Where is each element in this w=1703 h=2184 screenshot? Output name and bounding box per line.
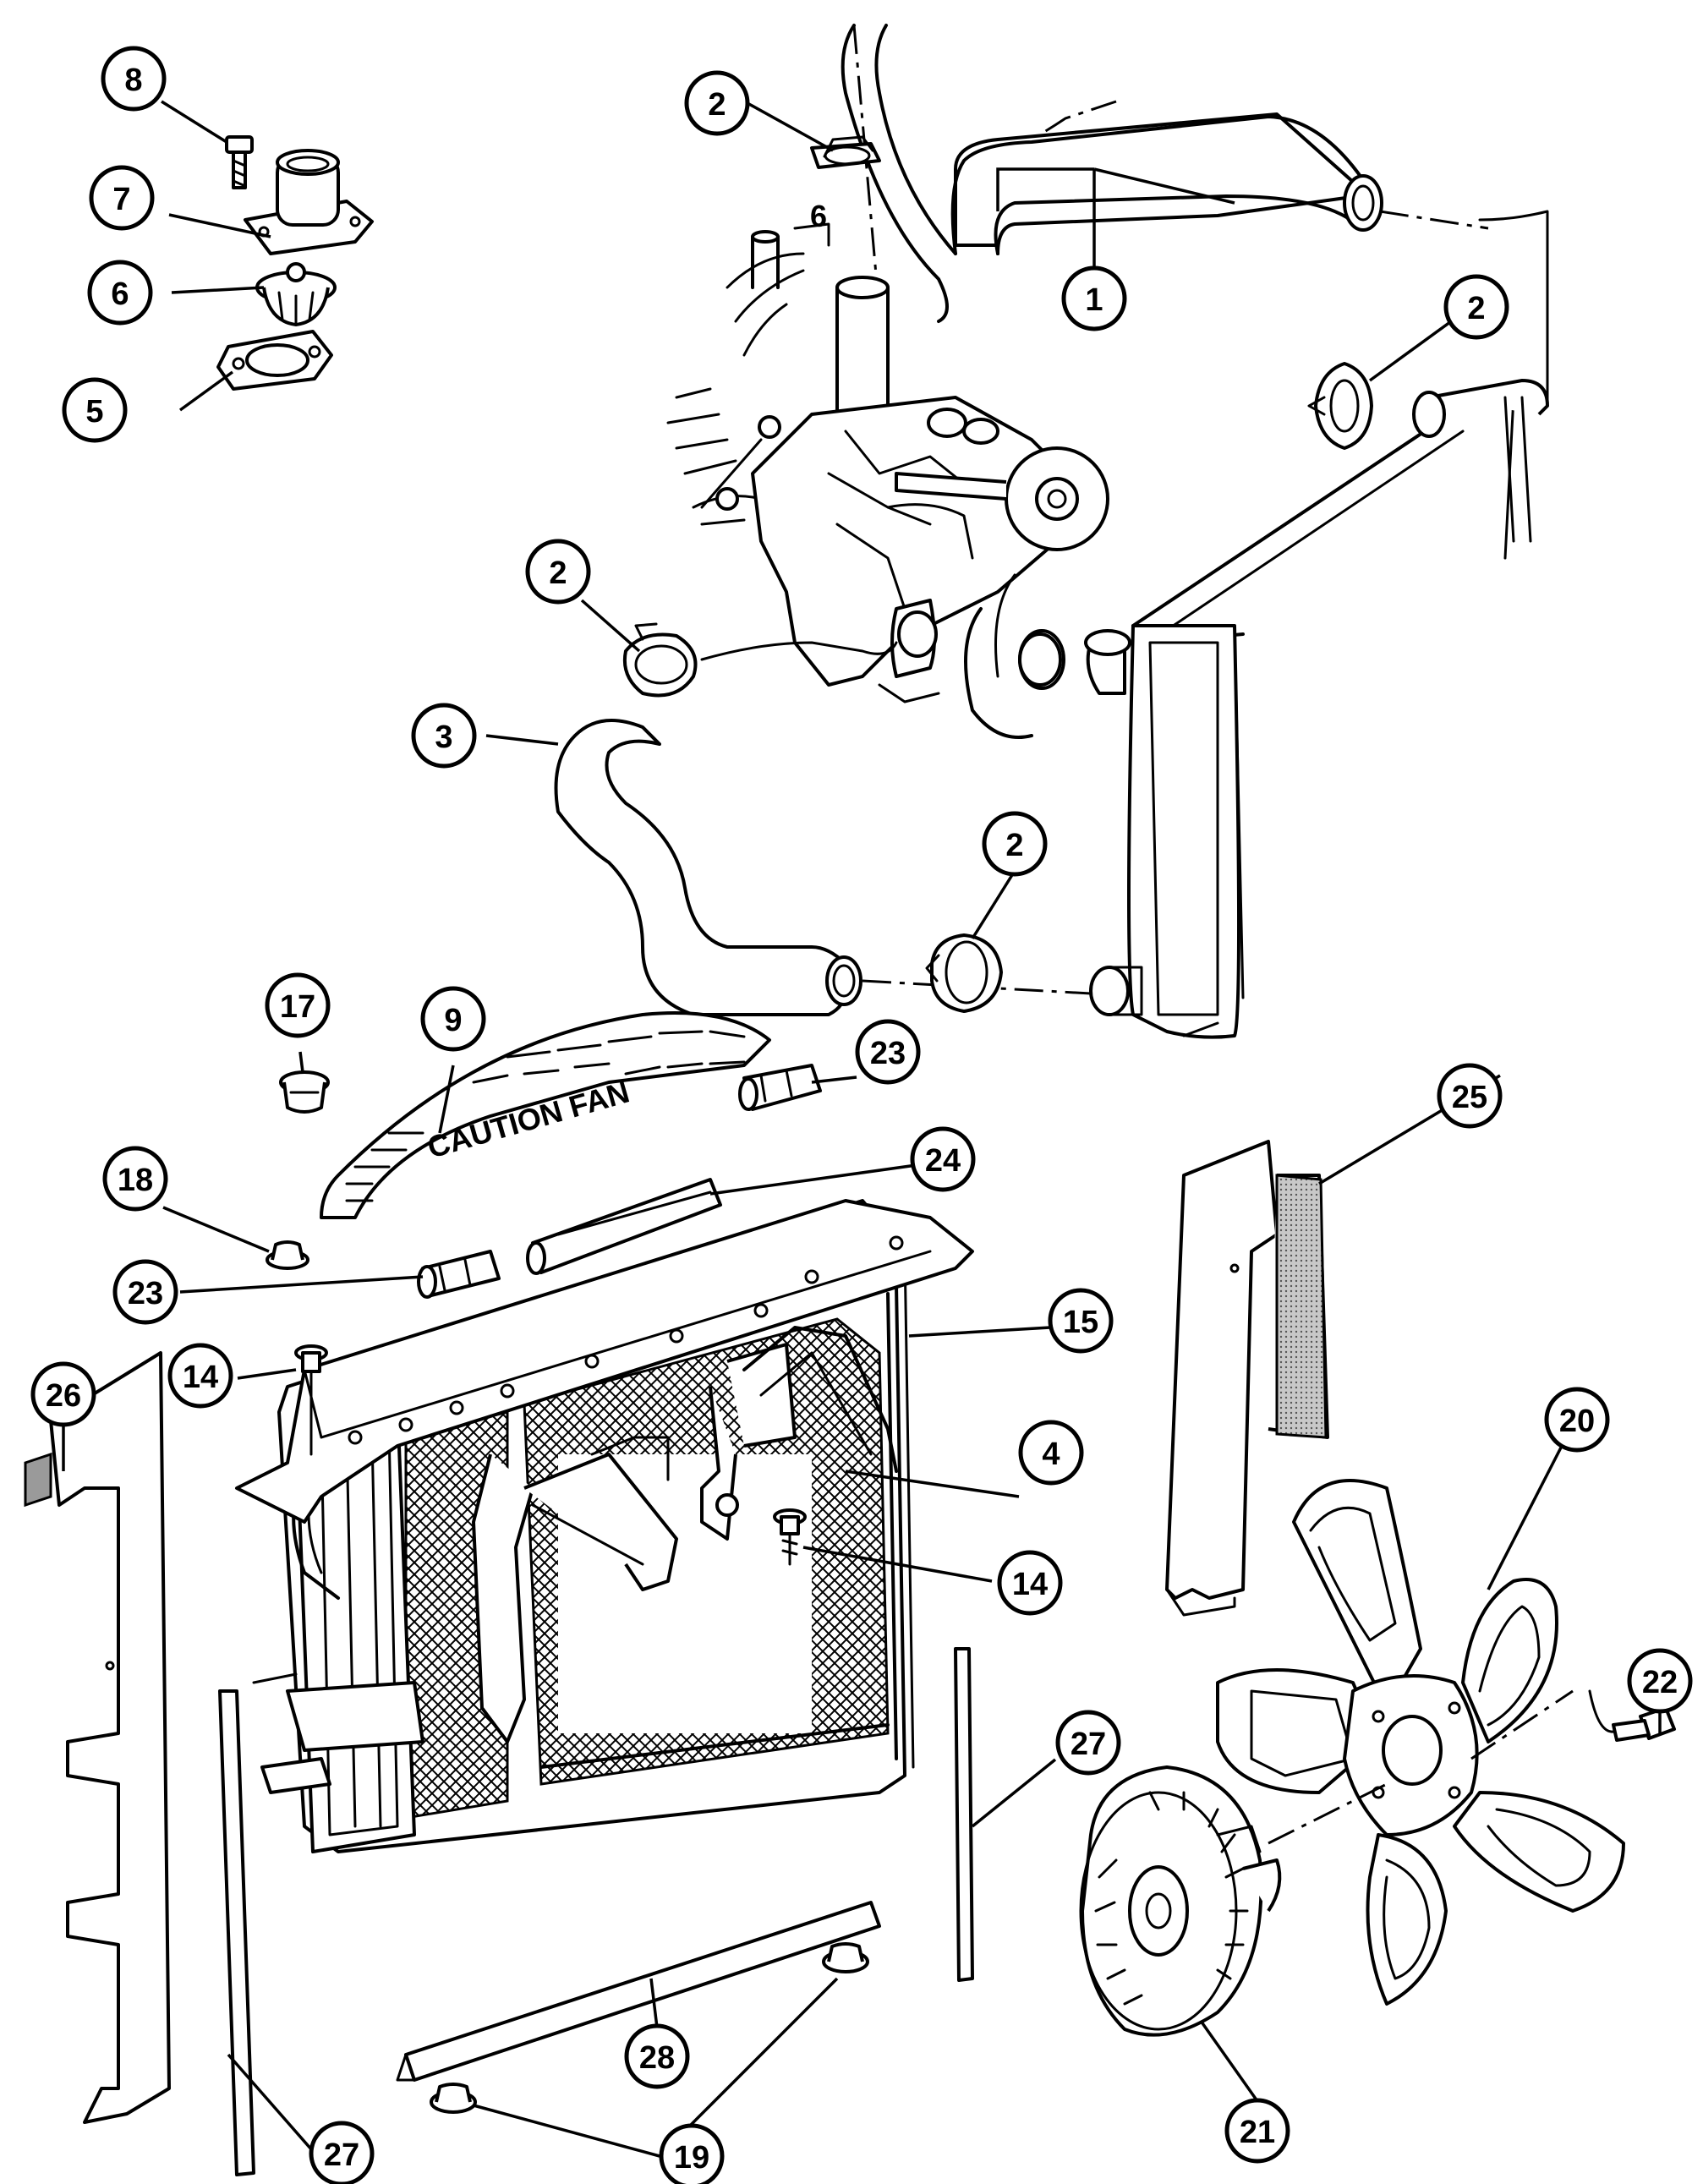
radiator — [1018, 210, 1549, 1039]
hose-clamp-radiator-inlet — [1307, 362, 1373, 450]
callout-14-left: 14 — [167, 1343, 233, 1409]
callout-14-right: 14 — [997, 1550, 1063, 1616]
engine-front: 6 — [666, 199, 1109, 739]
left-vertical-seal — [218, 1689, 255, 2176]
support-brackets — [472, 1326, 898, 1743]
radiator-cap — [279, 1070, 330, 1114]
svg-text:20: 20 — [1559, 1404, 1595, 1439]
callout-26: 26 — [30, 1361, 96, 1427]
hose-sleeve-lower — [417, 1250, 501, 1299]
hose-clamp-pump — [623, 622, 698, 698]
svg-text:19: 19 — [674, 2140, 709, 2176]
shroud-bolt-left — [294, 1344, 328, 1456]
svg-text:24: 24 — [925, 1143, 961, 1179]
svg-text:23: 23 — [128, 1276, 163, 1311]
svg-text:17: 17 — [280, 989, 315, 1025]
callout-27-right: 27 — [1055, 1710, 1121, 1776]
svg-text:1: 1 — [1085, 282, 1103, 318]
callout-17: 17 — [265, 972, 331, 1038]
callout-5: 5 — [62, 377, 128, 443]
thermostat-mark-label: 6 — [810, 199, 827, 233]
radiator-lower-hose — [554, 641, 1092, 1016]
callout-27-left: 27 — [309, 2121, 375, 2184]
callout-15: 15 — [1048, 1288, 1114, 1354]
fan-clutch-bolt — [1588, 1689, 1676, 1742]
thermostat — [255, 262, 337, 326]
hose-sleeve-long — [526, 1178, 722, 1275]
callout-2-radiator-inlet: 2 — [1443, 274, 1509, 340]
callout-7: 7 — [89, 165, 155, 231]
callout-25: 25 — [1437, 1063, 1503, 1129]
shroud-grommet — [266, 1240, 309, 1270]
svg-text:23: 23 — [870, 1036, 906, 1071]
callout-2-pump: 2 — [525, 539, 591, 605]
thermostat-housing — [244, 149, 374, 255]
lower-seal-strip — [396, 1901, 881, 2082]
callout-19: 19 — [659, 2123, 725, 2184]
callout-20: 20 — [1544, 1387, 1610, 1453]
callout-23-left: 23 — [112, 1259, 178, 1325]
callout-2-lower: 2 — [982, 811, 1048, 877]
callout-2-top: 2 — [684, 70, 750, 136]
thermostat-bolt — [225, 135, 254, 189]
callout-23-right: 23 — [855, 1019, 921, 1085]
callout-9: 9 — [420, 986, 486, 1052]
left-side-seal-panel — [24, 1351, 171, 2124]
svg-text:14: 14 — [1012, 1567, 1048, 1602]
fan-shield-panel — [1165, 1140, 1329, 1617]
svg-text:22: 22 — [1642, 1665, 1678, 1700]
callout-18: 18 — [102, 1146, 168, 1212]
hose-clamp-top — [810, 135, 881, 169]
svg-text:8: 8 — [124, 63, 142, 98]
callout-21: 21 — [1224, 2098, 1290, 2164]
svg-text:2: 2 — [549, 556, 567, 591]
svg-text:7: 7 — [112, 182, 130, 217]
callout-8: 8 — [101, 46, 167, 112]
callout-22: 22 — [1627, 1648, 1693, 1714]
svg-text:6: 6 — [111, 276, 129, 312]
callout-6: 6 — [87, 260, 153, 326]
callout-24: 24 — [910, 1126, 976, 1192]
svg-text:14: 14 — [183, 1360, 218, 1395]
svg-text:4: 4 — [1042, 1437, 1060, 1472]
lower-mount-cushions — [430, 1942, 869, 2114]
svg-text:27: 27 — [1071, 1727, 1106, 1762]
cooling-fan — [1216, 1479, 1625, 2006]
svg-text:9: 9 — [444, 1003, 462, 1038]
svg-text:18: 18 — [118, 1163, 153, 1198]
callout-3: 3 — [411, 703, 477, 769]
svg-text:21: 21 — [1240, 2115, 1275, 2150]
svg-text:2: 2 — [1467, 291, 1485, 326]
svg-text:2: 2 — [708, 87, 726, 123]
callout-28: 28 — [624, 2023, 690, 2089]
hose-clamp-lower — [925, 933, 1003, 1013]
leader-lines — [62, 100, 1662, 2158]
shroud-bolt-right — [773, 1508, 807, 1566]
right-vertical-seal — [954, 1647, 974, 1982]
hose-sleeve-upper — [738, 1064, 822, 1111]
svg-text:15: 15 — [1063, 1305, 1098, 1340]
svg-text:25: 25 — [1452, 1080, 1487, 1115]
svg-text:3: 3 — [435, 720, 452, 755]
radiator-upper-hose — [841, 24, 1489, 323]
svg-text:5: 5 — [85, 394, 103, 430]
callout-4: 4 — [1018, 1420, 1084, 1486]
svg-text:27: 27 — [324, 2137, 359, 2173]
svg-text:2: 2 — [1005, 828, 1023, 863]
svg-text:26: 26 — [46, 1378, 81, 1414]
svg-text:28: 28 — [639, 2040, 675, 2076]
thermostat-gasket — [216, 330, 333, 391]
callout-1: 1 — [1061, 265, 1127, 331]
fan-clutch — [1079, 1765, 1282, 2037]
